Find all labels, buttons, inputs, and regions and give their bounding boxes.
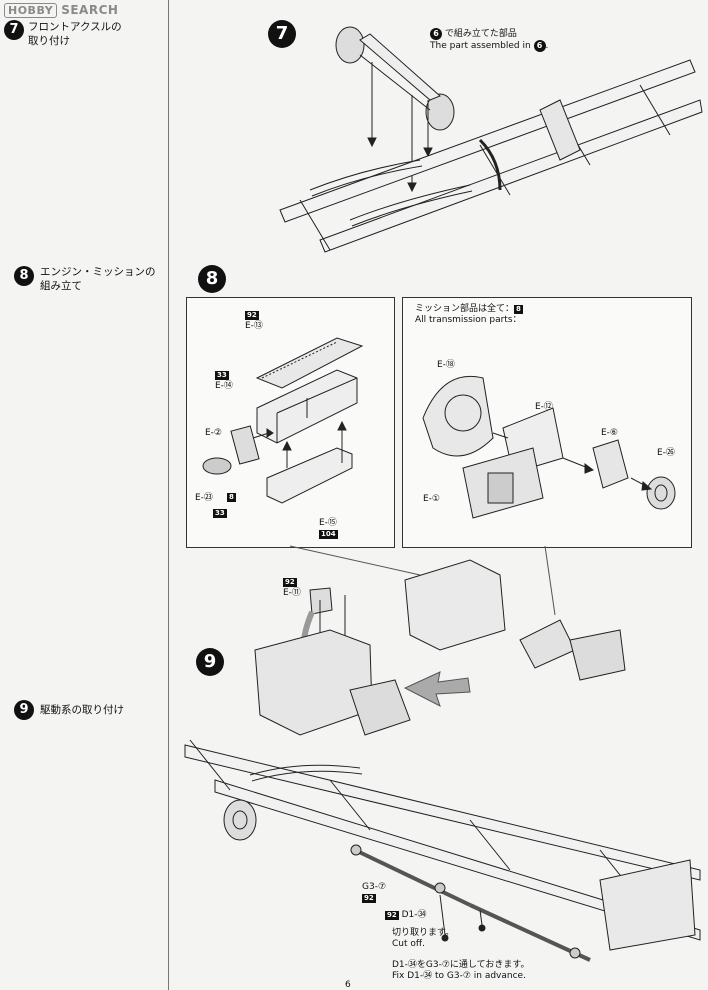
part-label-e18: E-⑱ [437, 360, 455, 370]
part-label-d1-34: 92 D1-㉞ [385, 910, 427, 920]
step-9-title: 駆動系の取り付け [40, 704, 124, 716]
page-number: 6 [345, 980, 351, 990]
part-label-e12: E-⑫ [535, 402, 553, 412]
cut-off-note: 切り取ります。Cut off. [392, 928, 455, 949]
step-8-number: 8 [14, 266, 34, 286]
step-7-number: 7 [4, 20, 24, 40]
transmission-parts-box: ミッション部品は全て：8 All transmission parts： [402, 297, 692, 548]
transmission-header: ミッション部品は全て：8 All transmission parts： [415, 304, 523, 325]
part-label-e6: E-⑥ [601, 428, 619, 438]
transmission-illustration [422, 375, 676, 519]
wheel-hub-left [335, 26, 365, 64]
engine-parts-illustration [202, 337, 364, 504]
step-9-badge: 9 [196, 648, 224, 676]
part-label-e1: E-① [423, 494, 441, 504]
part-label-pc8: 8 [227, 493, 236, 502]
part-label-e2: E-② [205, 428, 223, 438]
step-8-title: エンジン・ミッションの 組み立て [40, 266, 156, 292]
watermark-text: SEARCH [61, 3, 119, 17]
part-label-pc33: 33 [213, 509, 227, 518]
step-7-title: フロントアクスルの 取り付け [28, 21, 122, 47]
part-label-e23: E-㉓ [195, 493, 213, 503]
step-8-badge: 8 [198, 265, 226, 293]
step-7-badge: 7 [268, 20, 296, 48]
step-9-number: 9 [14, 700, 34, 720]
part-label-e26: E-㉖ [657, 448, 675, 458]
step-7-callout: 6 で組み立てた部品 The part assembled in 6. [430, 28, 549, 52]
wheel-hub-right [425, 93, 455, 131]
watermark-logo: HOBBY [4, 3, 58, 18]
fix-in-advance-note: D1-㉞をG3-⑦に通しておきます。Fix D1-㉞ to G3-⑦ in ad… [392, 960, 530, 981]
